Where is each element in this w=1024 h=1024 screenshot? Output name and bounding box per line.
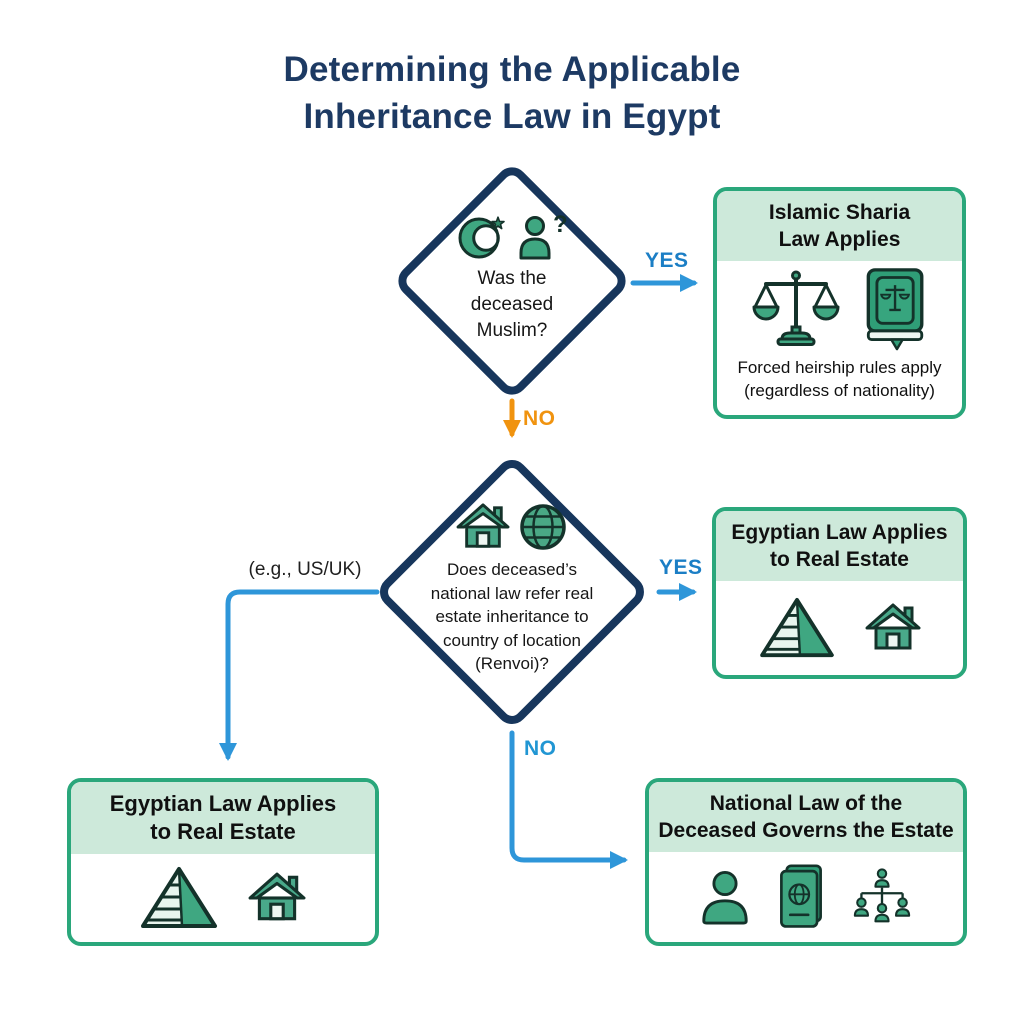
result-box-egypt-right: Egyptian Law Applies to Real Estate	[712, 507, 967, 679]
national-title-line: Deceased Governs the Estate	[658, 819, 954, 842]
decision2-line: national law refer real	[430, 583, 594, 603]
pyramid-icon	[141, 867, 217, 928]
sharia-title-line: Law Applies	[778, 228, 901, 251]
yes-label-sharia: YES	[645, 249, 689, 272]
pyramid-icon	[759, 597, 834, 658]
person-icon	[702, 870, 748, 925]
sharia-box-icons	[717, 261, 962, 356]
decision1-line: Muslim?	[476, 320, 548, 341]
sharia-title-line: Islamic Sharia	[768, 201, 911, 224]
question-mark-glyph: ?	[553, 212, 567, 238]
passport-icon	[780, 864, 822, 928]
page-title: Determining the Applicable Inheritance L…	[202, 46, 822, 140]
sharia-caption-line: (regardless of nationality)	[744, 381, 935, 400]
decision2-icons	[456, 502, 568, 552]
house-icon	[456, 503, 510, 548]
person-question-icon: ?	[519, 212, 567, 260]
egypt-right-title-line: to Real Estate	[770, 548, 909, 571]
decision-renvoi-content: Does deceased’s national law refer real …	[418, 502, 606, 676]
decision2-line: Does deceased’s	[446, 560, 578, 579]
national-title-line: National Law of the	[709, 792, 903, 815]
decision2-line: country of location	[443, 630, 581, 650]
example-us-uk-label: (e.g., US/UK)	[248, 559, 362, 580]
decision2-line: estate inheritance to	[435, 607, 589, 626]
sharia-box-title: Islamic Sharia Law Applies	[717, 191, 962, 261]
egypt-left-box-title: Egyptian Law Applies to Real Estate	[71, 782, 375, 854]
result-box-sharia: Islamic Sharia Law Applies	[713, 187, 966, 419]
national-box-icons	[649, 852, 963, 942]
decision1-icons: ?	[457, 212, 567, 260]
decision-was-muslim-content: ? Was the deceased Muslim?	[442, 212, 582, 344]
result-box-egypt-left: Egyptian Law Applies to Real Estate	[67, 778, 379, 946]
quran-book-icon	[866, 267, 923, 350]
decision1-text: Was the deceased Muslim?	[471, 266, 553, 344]
egypt-left-title-line: to Real Estate	[150, 819, 296, 844]
yes-label-egypt: YES	[659, 556, 703, 579]
national-box-title: National Law of the Deceased Governs the…	[649, 782, 963, 852]
egypt-right-box-icons	[716, 581, 963, 675]
egypt-right-box-title: Egyptian Law Applies to Real Estate	[716, 511, 963, 581]
egypt-left-title-line: Egyptian Law Applies	[109, 791, 337, 816]
example-arrow-to-egypt-left	[219, 589, 380, 761]
egypt-right-title-line: Egyptian Law Applies	[731, 521, 948, 544]
scales-icon	[752, 270, 839, 346]
sharia-caption-line: Forced heirship rules apply	[737, 358, 942, 377]
family-tree-icon	[853, 868, 911, 923]
decision1-line: Was the	[477, 268, 547, 289]
title-line-2: Inheritance Law in Egypt	[303, 97, 721, 136]
title-line-1: Determining the Applicable	[283, 50, 741, 89]
house-icon	[865, 603, 920, 650]
no-arrow-to-national	[509, 730, 628, 869]
result-box-national: National Law of the Deceased Governs the…	[645, 778, 967, 946]
decision2-line: (Renvoi)?	[475, 654, 549, 673]
decision1-line: deceased	[470, 294, 554, 315]
no-label-national: NO	[524, 737, 557, 760]
crescent-star-icon	[458, 216, 505, 259]
no-label-renvoi: NO	[523, 407, 556, 430]
egypt-left-box-icons	[71, 854, 375, 942]
globe-icon	[520, 504, 566, 550]
house-icon	[248, 872, 306, 921]
decision2-text: Does deceased’s national law refer real …	[431, 558, 594, 676]
sharia-box-caption: Forced heirship rules apply (regardless …	[717, 356, 962, 415]
